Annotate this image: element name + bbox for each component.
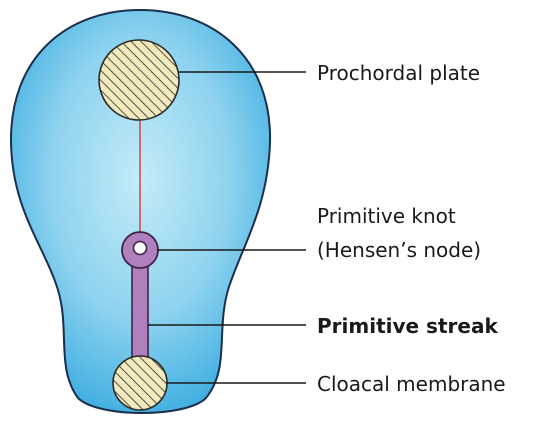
label-cloacal-membrane: Cloacal membrane: [317, 372, 506, 396]
label-primitive-streak: Primitive streak: [317, 314, 498, 338]
label-prochordal-plate: Prochordal plate: [317, 61, 480, 85]
cloacal-membrane: [113, 356, 167, 410]
primitive-pit: [134, 242, 147, 255]
label-primitive-knot: Primitive knot: [317, 204, 456, 228]
prochordal-plate: [99, 40, 179, 120]
label-hensens-node: (Hensen’s node): [317, 238, 481, 262]
